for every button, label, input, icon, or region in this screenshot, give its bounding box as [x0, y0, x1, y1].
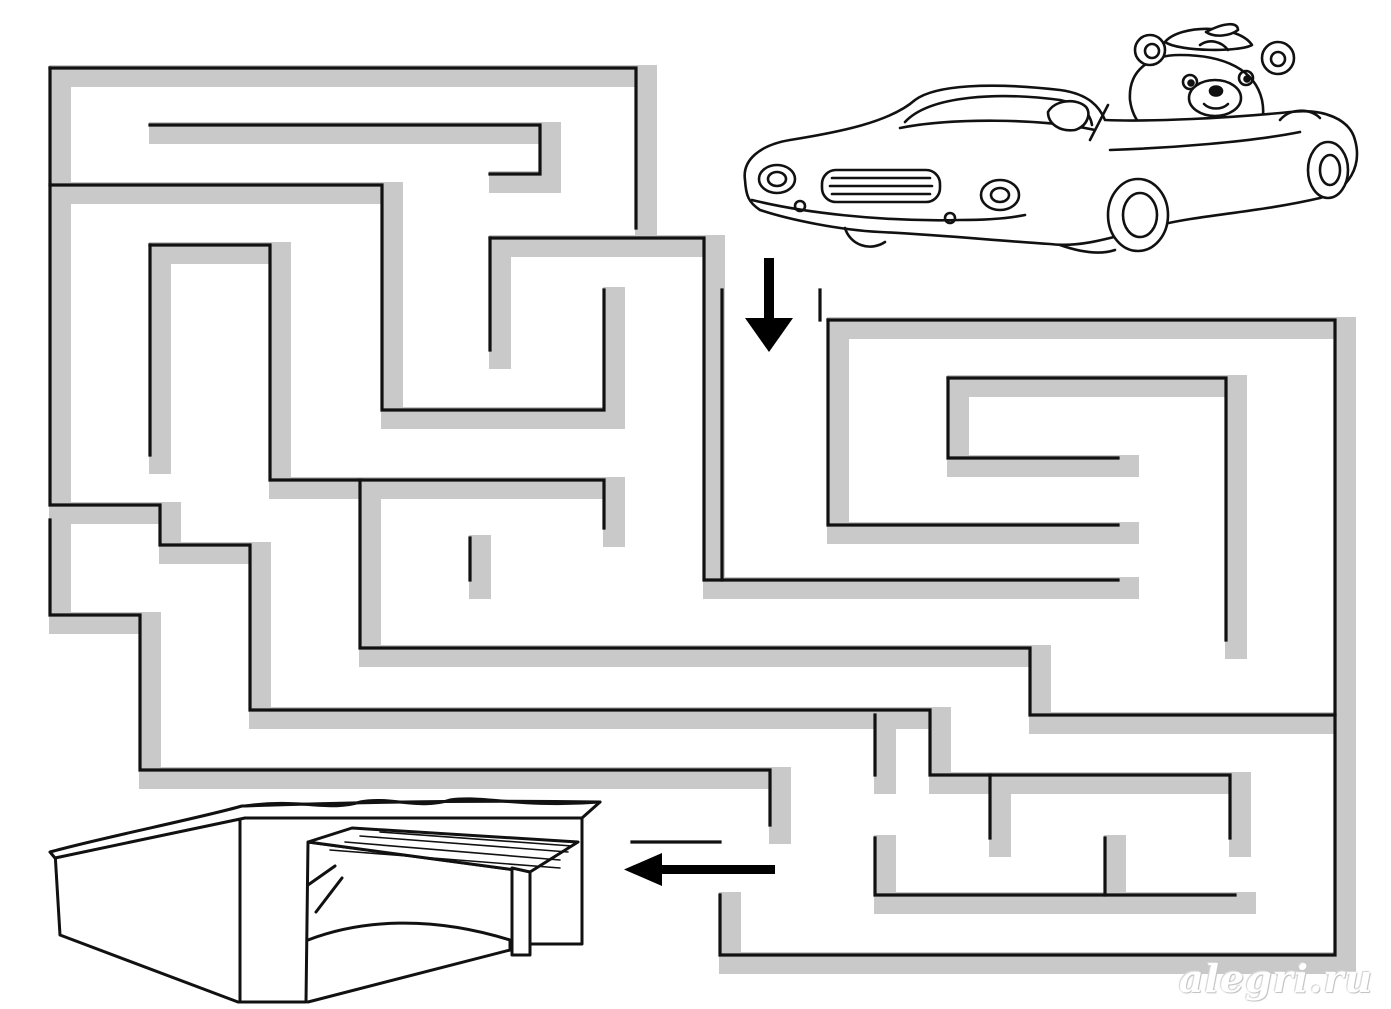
car-with-bear-icon	[743, 22, 1359, 254]
arrow-left-icon	[624, 853, 775, 886]
arrow-down-icon	[745, 258, 793, 352]
watermark-text: alegri.ru	[1178, 956, 1373, 1001]
maze-walls	[48, 65, 1356, 974]
garage-icon	[48, 797, 602, 1004]
